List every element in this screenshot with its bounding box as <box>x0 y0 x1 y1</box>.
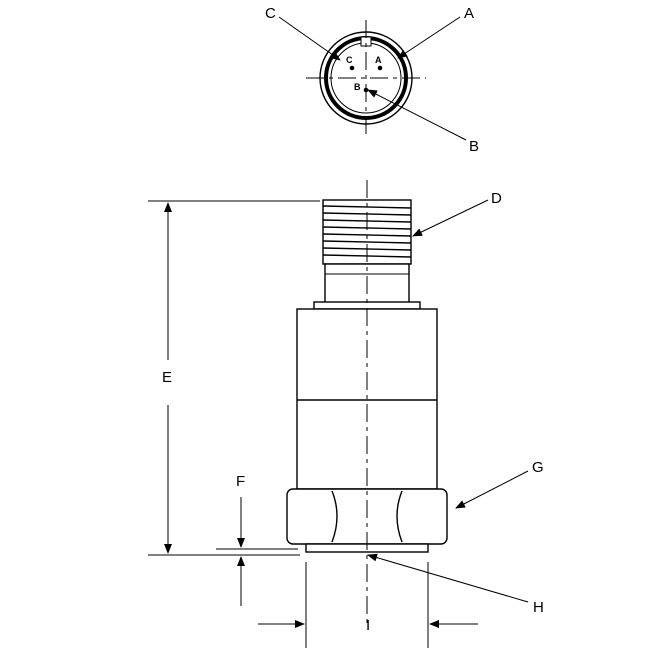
pin-a-dot <box>377 65 383 71</box>
leader-b <box>367 89 467 141</box>
dimension-i <box>258 562 478 648</box>
dimension-f <box>216 497 298 606</box>
leader-d <box>412 199 489 237</box>
leader-a <box>397 16 461 59</box>
label-i: I <box>366 617 370 634</box>
label-e: E <box>162 369 172 386</box>
pin-c-label: C <box>346 55 353 65</box>
pin-c-dot <box>349 65 355 71</box>
label-c: C <box>265 5 276 22</box>
label-d: D <box>491 190 502 207</box>
label-b: B <box>469 138 479 155</box>
pin-b-dot <box>363 87 369 93</box>
collar-flange <box>313 301 421 310</box>
leader-g <box>455 470 529 509</box>
pin-b-label: B <box>354 82 361 92</box>
pin-a-label: A <box>375 55 382 65</box>
leader-c <box>278 16 341 61</box>
label-h: H <box>533 599 544 616</box>
hex-nut-right-face <box>396 490 403 543</box>
label-g: G <box>532 459 544 476</box>
sensor-side-view <box>286 180 448 628</box>
connector-end-view: A B C <box>306 20 426 134</box>
leader-h <box>367 553 529 603</box>
hex-nut-left-face <box>331 490 338 543</box>
label-f: F <box>236 473 245 490</box>
label-a: A <box>464 5 474 22</box>
